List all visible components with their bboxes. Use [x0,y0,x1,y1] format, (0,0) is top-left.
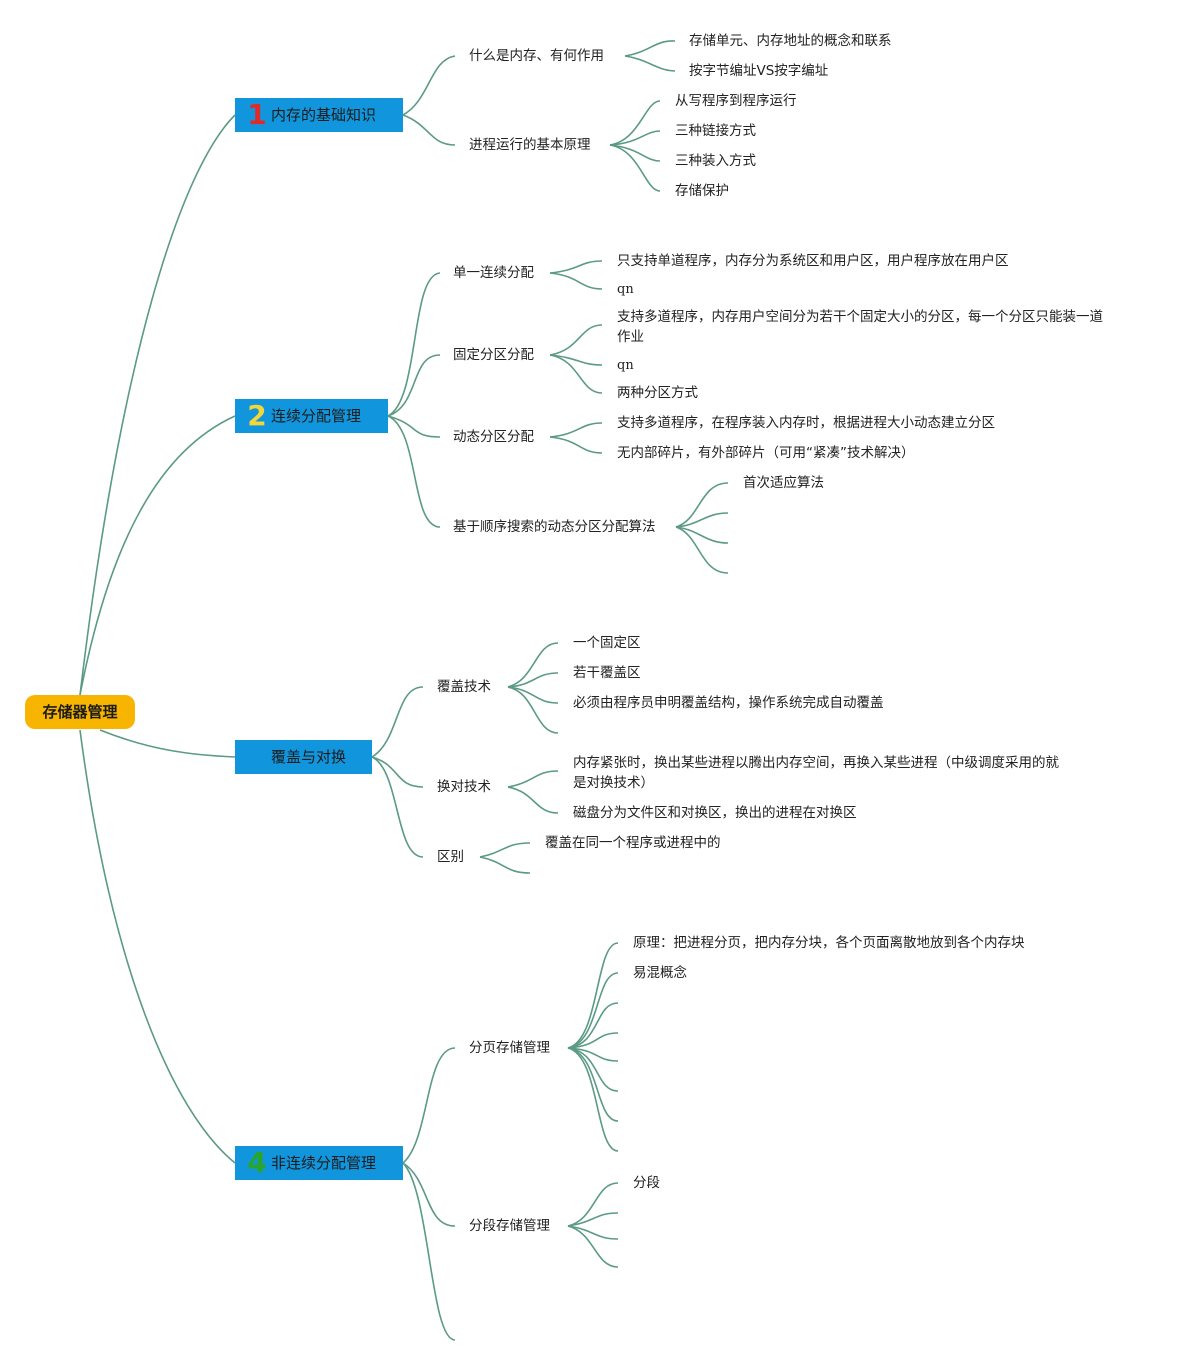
branch-number-badge: 2 [247,399,267,432]
topic-node[interactable]: 基于顺序搜索的动态分区分配算法 [453,519,656,535]
leaf-node[interactable]: qn [617,358,634,373]
leaf-node[interactable]: 三种链接方式 [675,123,756,139]
topic-node[interactable]: 分页存储管理 [469,1040,550,1056]
leaf-node[interactable]: 无内部碎片，有外部碎片（可用“紧凑”技术解决） [617,445,915,461]
leaf-node[interactable]: qn [617,282,634,297]
topic-node[interactable]: 区别 [437,849,464,865]
leaf-node[interactable]: 内存紧张时，换出某些进程以腾出内存空间，再换入某些进程（中级调度采用的就是对换技… [573,755,1059,791]
link-root-b2 [79,415,236,696]
leaf-node[interactable]: 两种分区方式 [617,385,698,401]
branch-number-badge: 4 [247,1146,267,1179]
leaf-node[interactable]: 支持多道程序，在程序装入内存时，根据进程大小动态建立分区 [617,415,995,431]
leaf-node[interactable]: 一个固定区 [573,635,641,651]
leaf-node[interactable]: 从写程序到程序运行 [675,93,797,109]
leaf-node[interactable]: 三种装入方式 [675,153,756,169]
root-node[interactable]: 存储器管理 [25,695,135,729]
topic-node[interactable]: 固定分区分配 [453,347,534,363]
leaf-node[interactable]: 若干覆盖区 [573,665,641,681]
leaf-node[interactable]: 只支持单道程序，内存分为系统区和用户区，用户程序放在用户区 [617,253,1009,269]
link-root-b4 [79,729,236,1164]
link-root-b1 [79,114,236,696]
branch-label: 内存的基础知识 [271,106,377,124]
branch-number-badge: 1 [247,98,267,131]
branch-node-overlay-swap[interactable]: 覆盖与对换 [235,740,372,774]
leaf-node[interactable]: 覆盖在同一个程序或进程中的 [545,835,721,851]
topic-node[interactable]: 覆盖技术 [437,679,491,695]
leaf-node[interactable]: 磁盘分为文件区和对换区，换出的进程在对换区 [573,805,857,821]
leaf-node[interactable]: 支持多道程序，内存用户空间分为若干个固定大小的分区，每一个分区只能装一道作业 [617,309,1103,345]
leaf-node[interactable]: 首次适应算法 [743,475,824,491]
topic-node[interactable]: 进程运行的基本原理 [469,137,591,153]
topic-node[interactable]: 什么是内存、有何作用 [469,48,604,64]
leaf-node[interactable]: 易混概念 [633,965,687,981]
leaf-node[interactable]: 按字节编址VS按字编址 [689,63,829,79]
leaf-node[interactable]: 存储单元、内存地址的概念和联系 [689,33,892,49]
topic-node[interactable]: 单一连续分配 [453,265,534,281]
link-root-b3 [99,729,236,758]
leaf-node[interactable]: 原理：把进程分页，把内存分块，各个页面离散地放到各个内存块 [633,935,1025,951]
branch-label: 连续分配管理 [271,407,362,425]
leaf-node[interactable]: 存储保护 [675,183,729,199]
leaf-node[interactable]: 分段 [633,1175,660,1191]
branch-label: 非连续分配管理 [271,1154,377,1172]
branch-label: 覆盖与对换 [271,748,347,766]
leaf-node[interactable]: 必须由程序员申明覆盖结构，操作系统完成自动覆盖 [573,695,884,711]
topic-node[interactable]: 换对技术 [437,779,491,795]
topic-node[interactable]: 动态分区分配 [453,429,534,445]
topic-node[interactable]: 分段存储管理 [469,1218,550,1234]
